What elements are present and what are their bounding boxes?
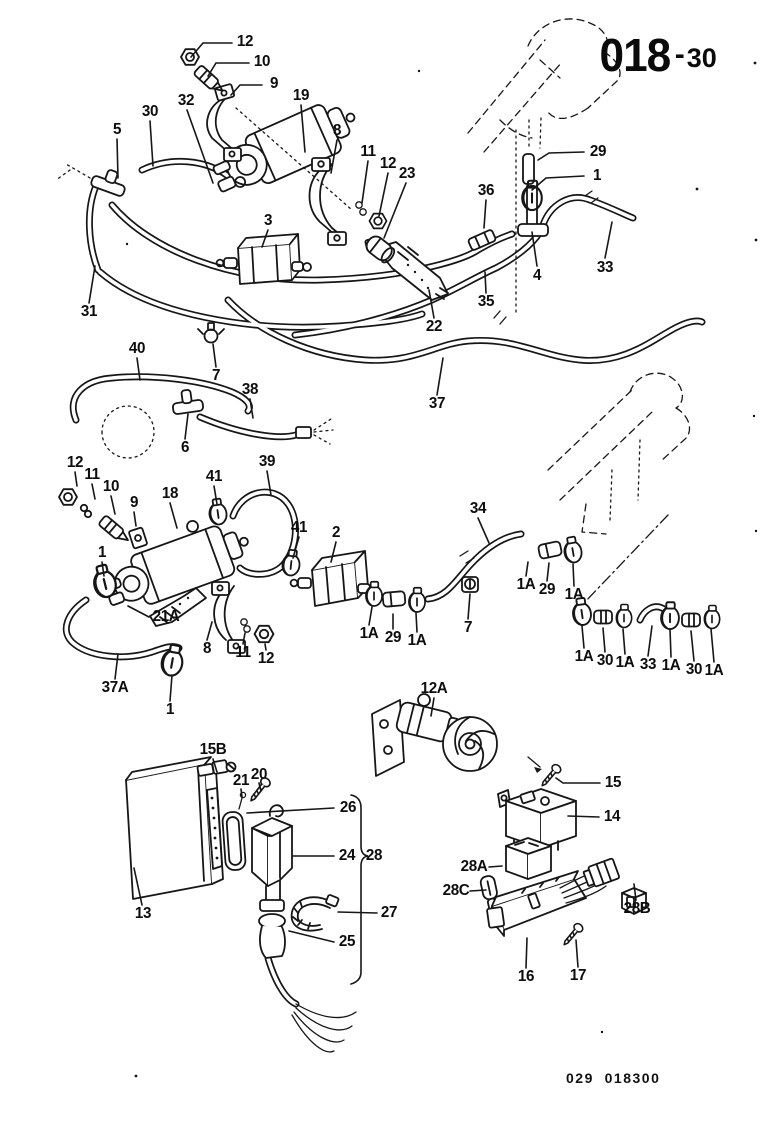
breather-tube-29 [522,153,535,185]
page-title: 018 - 30 [598,28,717,82]
reference-line [583,514,669,604]
clamp-27 [290,894,340,932]
clamp-41-lower [280,548,302,578]
connector-28b [621,887,647,915]
screw-20 [246,775,273,805]
nut-12-top [368,212,388,230]
clamp-1-left [89,562,120,601]
pump-12a [371,693,498,777]
ignition-coil-24 [251,804,293,912]
hose-flex-marks [459,190,599,564]
pin-21 [238,791,247,810]
nut-12-mid [253,624,275,644]
engine-sketch-middle [547,372,691,535]
valve-3 [215,233,312,285]
small-fittings-left [58,488,148,550]
fitting-10-top [180,48,224,92]
fitting-29-right [537,540,563,560]
clamp-1a-filter-right [408,586,426,613]
scan-specks [125,61,758,1078]
engine-sketch-top [467,18,621,153]
bracket-8-lower [211,581,246,654]
tank-outline-dashed [101,405,155,459]
nozzle-21a [149,587,207,627]
screw-15 [527,756,564,790]
clamp-7-top [197,322,225,344]
tee-5 [90,169,126,197]
fitting-29-mid [381,590,407,608]
alignment-line [235,107,353,211]
catalog-section-number: 018 [599,29,671,81]
control-unit-13 [125,756,224,900]
bracket-8 [308,157,347,246]
fuse-holder-16 [486,870,587,937]
clamp-41-upper [206,497,229,527]
fuel-pump-18 [105,519,249,606]
gasket-26 [221,811,247,871]
engine-sketch-middle-dotted [609,439,641,521]
cap-25-boot [258,913,286,959]
relay-28a [505,837,552,880]
catalog-subsection-number: 30 [686,42,717,73]
clip-11-mid [240,618,251,633]
group-brace-28 [350,794,369,985]
connector-38 [295,418,334,445]
leader-lines [74,42,715,985]
damper-23 [365,235,396,264]
engine-sketch-top-dotted [55,117,542,316]
relay-14 [497,788,577,856]
wire-connector [582,857,620,888]
tee-6 [171,389,205,415]
filter-2 [289,550,371,607]
grommet-7-mid [461,576,479,593]
clamp-1a-right [561,534,585,565]
clip-11-top [355,201,367,216]
coupling-36 [467,229,497,251]
title-dash: - [674,38,685,71]
screw-17 [559,921,586,949]
document-code: 029 018300 [566,1070,661,1086]
coil-wires [291,1003,357,1053]
bracket-9 [206,83,242,162]
